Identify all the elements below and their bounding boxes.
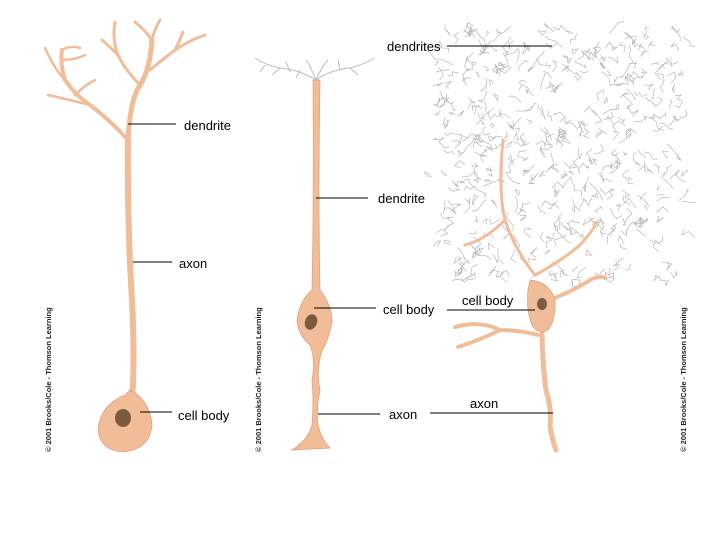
- neuron-3-dendrite-mesh: [423, 20, 697, 288]
- neuron-2-dendrite-tips: [254, 57, 376, 81]
- neuron-3-axon-label: axon: [470, 396, 498, 411]
- neuron-1: dendrite axon cell body: [43, 18, 231, 453]
- dendrite-mesh-strokes: [423, 20, 697, 288]
- neuron-1-nucleus: [115, 409, 131, 427]
- neuron-1-cell-body-label: cell body: [178, 408, 230, 423]
- copyright-middle: © 2001 Brooks/Cole - Thomson Learning: [254, 307, 263, 452]
- neuron-3-nucleus: [537, 298, 547, 310]
- neuron-2-axon-label: axon: [389, 407, 417, 422]
- neuron-3-cell-body-label: cell body: [462, 293, 514, 308]
- neuron-1-axon: [124, 137, 137, 403]
- neuron-2-nucleus: [304, 314, 318, 330]
- neuron-2-dendrite-label: dendrite: [378, 191, 425, 206]
- neuron-3-axon: [539, 327, 559, 453]
- neuron-1-axon-label: axon: [179, 256, 207, 271]
- neuron-1-dendrite-label: dendrite: [184, 118, 231, 133]
- neuron-3-dendrites-label: dendrites: [387, 39, 441, 54]
- neuron-2-body-and-processes: [290, 79, 333, 451]
- neuron-2-cell-body-label: cell body: [383, 302, 435, 317]
- neuron-3: dendrites cell body axon: [387, 20, 697, 453]
- copyright-left: © 2001 Brooks/Cole - Thomson Learning: [44, 307, 53, 452]
- neuron-2: dendrite cell body axon: [254, 57, 435, 451]
- copyright-right: © 2001 Brooks/Cole - Thomson Learning: [679, 307, 688, 452]
- neuron-1-dendrites: [43, 18, 207, 143]
